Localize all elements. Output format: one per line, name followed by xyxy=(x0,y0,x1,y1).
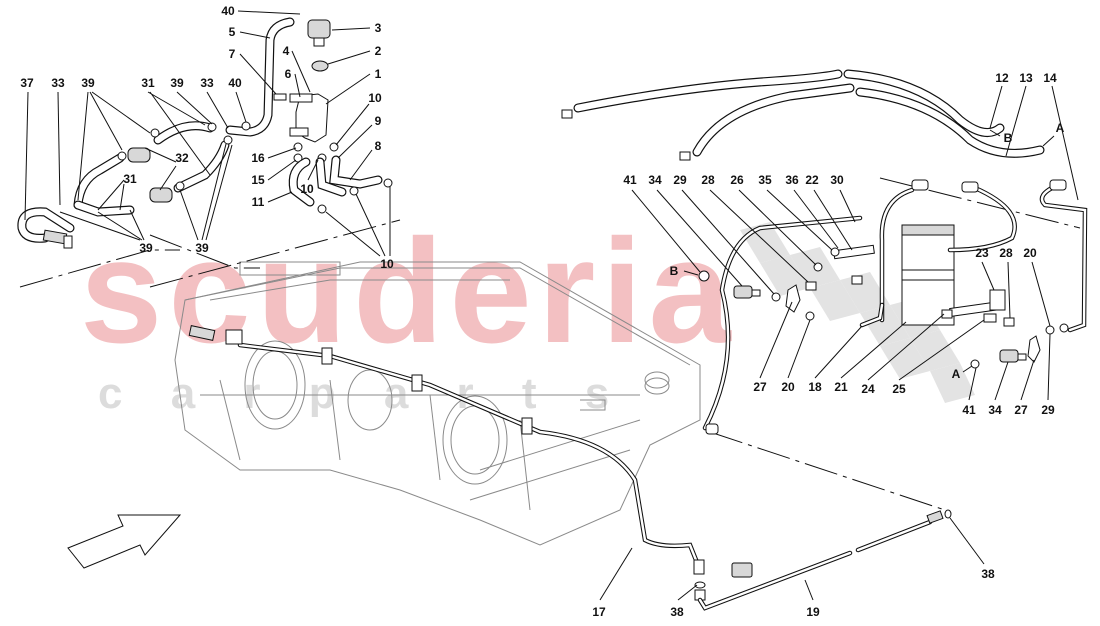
callout-23: 23 xyxy=(975,246,989,260)
callout-26: 26 xyxy=(730,173,744,187)
callout-29: 29 xyxy=(1041,403,1055,417)
callout-31: 31 xyxy=(141,76,155,90)
callout-16: 16 xyxy=(251,151,265,165)
callout-33: 33 xyxy=(200,76,214,90)
conn-marker-b-top: B xyxy=(1003,131,1013,145)
conn-marker-a-bottom: A xyxy=(951,367,961,381)
callout-37: 37 xyxy=(20,76,34,90)
callout-6: 6 xyxy=(284,67,292,81)
callout-39: 39 xyxy=(81,76,95,90)
callout-11: 11 xyxy=(251,195,265,209)
callout-10: 10 xyxy=(300,182,314,196)
callout-38: 38 xyxy=(981,567,995,581)
callout-40: 40 xyxy=(228,76,242,90)
direction-arrow-icon xyxy=(67,514,182,569)
callout-34: 34 xyxy=(988,403,1002,417)
callout-13: 13 xyxy=(1019,71,1033,85)
callout-24: 24 xyxy=(861,382,875,396)
callout-30: 30 xyxy=(830,173,844,187)
conn-marker-b-left: B xyxy=(669,264,679,278)
conn-marker-a-top: A xyxy=(1055,121,1065,135)
solenoid-valves xyxy=(698,270,1069,369)
callout-35: 35 xyxy=(758,173,772,187)
callout-31: 31 xyxy=(123,172,137,186)
vent-hoses xyxy=(561,69,1045,161)
left-hose-assembly xyxy=(17,17,295,249)
callout-41: 41 xyxy=(962,403,976,417)
callout-5: 5 xyxy=(228,25,236,39)
callout-27: 27 xyxy=(753,380,767,394)
charcoal-canister xyxy=(805,179,1088,333)
callout-32: 32 xyxy=(175,151,189,165)
callout-17: 17 xyxy=(592,605,606,619)
callout-34: 34 xyxy=(648,173,662,187)
callout-28: 28 xyxy=(701,173,715,187)
callout-28: 28 xyxy=(999,246,1013,260)
callout-33: 33 xyxy=(51,76,65,90)
callout-12: 12 xyxy=(995,71,1009,85)
watermark-brand: scuderia xyxy=(80,209,737,374)
callout-41: 41 xyxy=(623,173,637,187)
callout-1: 1 xyxy=(374,67,382,81)
callout-39: 39 xyxy=(170,76,184,90)
callout-21: 21 xyxy=(834,380,848,394)
valve-cluster xyxy=(273,19,393,214)
callout-25: 25 xyxy=(892,382,906,396)
callout-38: 38 xyxy=(670,605,684,619)
callout-8: 8 xyxy=(374,139,382,153)
fuel-line xyxy=(188,215,863,601)
callout-3: 3 xyxy=(374,21,382,35)
leader-lines xyxy=(24,10,1079,601)
callout-20: 20 xyxy=(1023,246,1037,260)
callout-18: 18 xyxy=(808,380,822,394)
fuel-tank xyxy=(174,261,701,546)
callout-10: 10 xyxy=(380,257,394,271)
callout-22: 22 xyxy=(805,173,819,187)
callout-7: 7 xyxy=(228,47,236,61)
callout-39: 39 xyxy=(139,241,153,255)
callout-20: 20 xyxy=(781,380,795,394)
callout-9: 9 xyxy=(374,114,382,128)
callout-29: 29 xyxy=(673,173,687,187)
callout-14: 14 xyxy=(1043,71,1057,85)
watermark-sub: c a r p a r t s xyxy=(98,369,627,418)
callout-15: 15 xyxy=(251,173,265,187)
callout-39: 39 xyxy=(195,241,209,255)
callout-27: 27 xyxy=(1014,403,1028,417)
callout-4: 4 xyxy=(282,44,290,58)
callout-36: 36 xyxy=(785,173,799,187)
callout-19: 19 xyxy=(806,605,820,619)
callout-2: 2 xyxy=(374,44,382,58)
callout-10: 10 xyxy=(368,91,382,105)
callout-40: 40 xyxy=(221,4,235,18)
line-19 xyxy=(697,509,952,611)
